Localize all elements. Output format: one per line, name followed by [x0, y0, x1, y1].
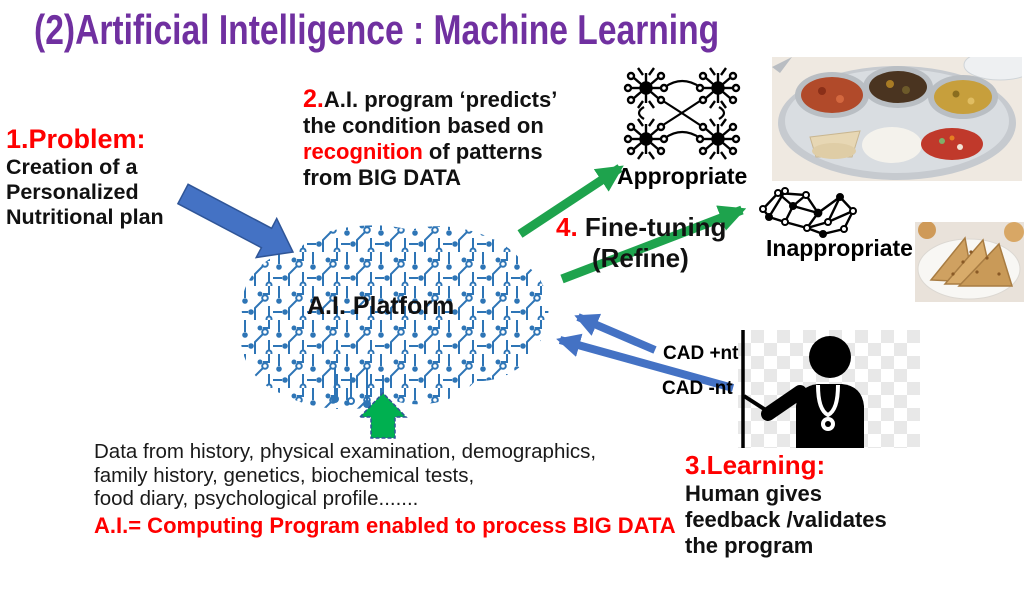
prediction-line: the condition based on — [303, 113, 544, 138]
page-title: (2)Artificial Intelligence : Machine Lea… — [34, 6, 720, 53]
ai-platform-label: A.I. Platform — [307, 292, 455, 320]
problem-line: Nutritional plan — [6, 205, 164, 229]
finetuning-refine: (Refine) — [592, 243, 689, 273]
ai-definition-line: A.I.= Computing Program enabled to proce… — [94, 512, 676, 538]
cad-negative-label: CAD -nt — [662, 378, 733, 399]
data-source-line: food diary, psychological profile....... — [94, 487, 419, 510]
step-number: 2. — [303, 85, 324, 113]
doctor-image — [738, 330, 920, 448]
inappropriate-label: Inappropriate — [766, 235, 913, 261]
learning-block: 3.Learning: Human gives feedback /valida… — [685, 450, 887, 559]
data-source-line: family history, genetics, biochemical te… — [94, 463, 475, 487]
prediction-line: recognition of patterns — [303, 139, 543, 164]
recognition-emphasis: recognition — [303, 139, 423, 164]
problem-line: Creation of a — [6, 155, 138, 179]
prediction-line: from BIG DATA — [303, 165, 462, 190]
step-number: 4. — [556, 212, 578, 242]
finetuning-line: 4. Fine-tuning — [556, 212, 727, 242]
data-sources-block: Data from history, physical examination,… — [94, 440, 676, 539]
doctor-with-stethoscope-icon — [741, 330, 864, 448]
learning-line: Human gives — [685, 481, 822, 506]
prediction-line: 2.A.I. program ‘predicts’ — [303, 85, 558, 113]
learning-line: feedback /validates — [685, 507, 887, 532]
problem-line: Personalized — [6, 180, 139, 204]
cad-plus-feedback-arrow — [574, 313, 657, 354]
data-source-line: Data from history, physical examination,… — [94, 440, 597, 463]
learning-heading: 3.Learning: — [685, 450, 826, 480]
balanced-meal-plate-photo — [772, 57, 1022, 181]
finetuning-block: 4. Fine-tuning (Refine) — [556, 212, 726, 274]
ordered-neural-network-icon — [623, 66, 741, 161]
problem-heading: 1.Problem: — [6, 124, 146, 154]
fried-flatbread-photo — [915, 222, 1024, 302]
learning-line: the program — [685, 533, 814, 558]
prediction-block: 2.A.I. program ‘predicts’ the condition … — [303, 86, 557, 191]
problem-block: 1.Problem: Creation of a Personalized Nu… — [6, 124, 164, 230]
tangled-neural-network-icon — [759, 187, 857, 238]
appropriate-label: Appropriate — [617, 163, 748, 189]
cad-positive-label: CAD +nt — [663, 343, 739, 364]
